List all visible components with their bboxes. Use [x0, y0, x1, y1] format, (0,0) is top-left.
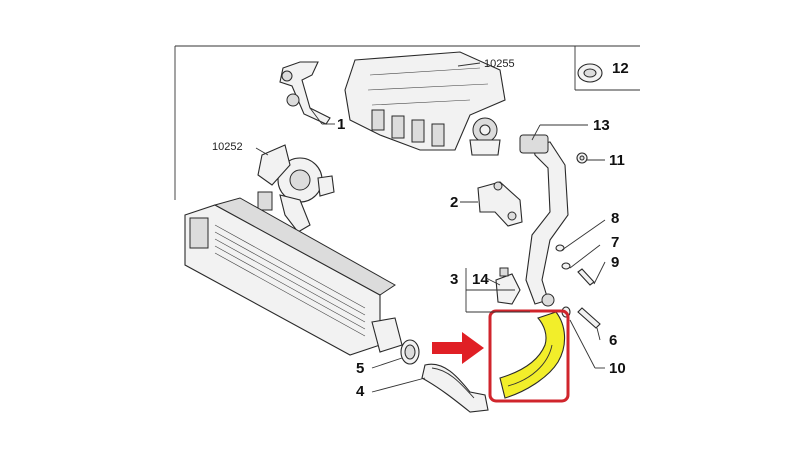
- callout-1: 1: [337, 116, 345, 133]
- intercooler: [184, 197, 403, 356]
- nut-part-11: [576, 152, 588, 164]
- callout-10: 10: [609, 360, 626, 377]
- callout-13: 13: [593, 117, 610, 134]
- ref-manifold: 10255: [484, 58, 515, 70]
- callout-6: 6: [609, 332, 617, 349]
- bracket-part-1: [279, 61, 331, 125]
- callout-3: 3: [450, 271, 458, 288]
- callout-4: 4: [356, 383, 365, 400]
- sensor-part-14: [495, 267, 521, 305]
- bracket-part-2: [477, 181, 523, 227]
- highlighted-hose: [499, 311, 566, 399]
- highlight-box: [488, 309, 570, 403]
- callout-14: 14: [472, 271, 489, 288]
- callout-labels: 1 2 3 4 5 6 7 8 9 10 11 12 13 14: [337, 60, 629, 400]
- callout-8: 8: [611, 210, 619, 227]
- callout-2: 2: [450, 194, 458, 211]
- reference-labels: 10255 10252: [212, 58, 515, 153]
- callout-5: 5: [356, 360, 364, 377]
- clamp-part-5: [400, 339, 420, 365]
- fasteners: [555, 244, 601, 329]
- clamp-part-12: [577, 63, 603, 83]
- diagram-frame: [174, 45, 640, 200]
- pipe-part-13: [519, 134, 569, 307]
- intake-manifold: [344, 51, 506, 156]
- callout-7: 7: [611, 234, 619, 251]
- callout-11: 11: [609, 152, 625, 169]
- turbocharger: [257, 144, 335, 233]
- ref-turbo: 10252: [212, 141, 243, 153]
- hose-part-4: [421, 363, 489, 413]
- leader-lines: [255, 62, 606, 393]
- callout-12: 12: [612, 60, 629, 77]
- pointer-arrow: [432, 332, 484, 364]
- callout-9: 9: [611, 254, 619, 271]
